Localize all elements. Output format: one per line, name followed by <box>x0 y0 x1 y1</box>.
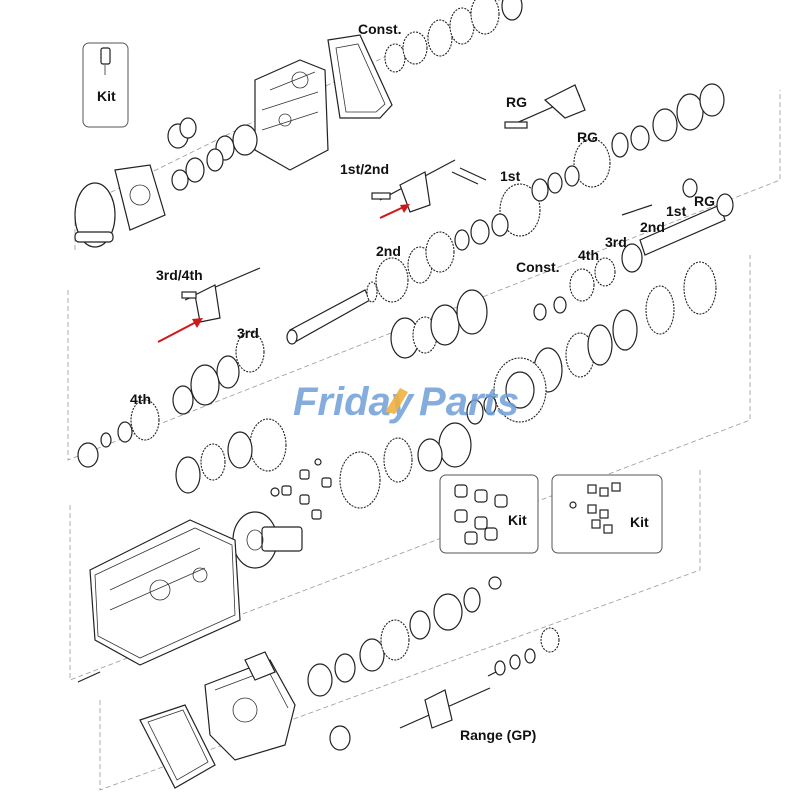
label-3rd-left: 3rd <box>237 325 259 341</box>
kit-box-synchro[interactable]: Kit <box>551 474 663 554</box>
planet-carrier[interactable] <box>232 511 303 569</box>
synchro-ring-row[interactable] <box>175 289 488 494</box>
kit-label: Kit <box>630 514 649 530</box>
third-gear-left[interactable] <box>172 331 265 415</box>
bearing-icons <box>454 484 508 545</box>
label-rg-fork: RG <box>506 94 527 110</box>
label-range-gp: Range (GP) <box>460 727 536 743</box>
watermark-text-b: Parts <box>419 380 519 424</box>
planet-carrier-parts[interactable] <box>270 458 332 520</box>
red-arrow-3rd-4th <box>157 318 203 343</box>
input-flange[interactable] <box>74 164 166 248</box>
rg-fork[interactable] <box>504 84 586 129</box>
ring-gear-set-right[interactable] <box>533 261 717 393</box>
kit-box-bearings[interactable]: Kit <box>439 474 539 554</box>
kit-label: Kit <box>508 512 527 528</box>
red-arrow-1st-2nd <box>379 204 410 219</box>
label-3rd-4th: 3rd/4th <box>156 267 203 283</box>
top-seal-bearing-row[interactable] <box>167 117 258 191</box>
label-rg-right: RG <box>694 193 715 209</box>
pin-detent[interactable] <box>451 167 487 185</box>
label-1st-right: 1st <box>666 203 687 219</box>
shift-fork-3rd-4th[interactable] <box>181 267 261 323</box>
label-rg-gear: RG <box>577 129 598 145</box>
kit-box-seal[interactable]: Kit <box>82 42 129 128</box>
range-shaft-parts[interactable] <box>307 576 502 751</box>
watermark-swoosh-icon <box>385 388 408 414</box>
fourth-gear-left[interactable] <box>77 399 160 468</box>
front-housing[interactable] <box>254 59 329 171</box>
pto-housing[interactable] <box>204 651 296 761</box>
rg-gear-right[interactable] <box>611 83 725 158</box>
synchro-icons <box>569 482 621 534</box>
label-3rd-right: 3rd <box>605 234 627 250</box>
top-gear-cluster[interactable] <box>384 0 523 73</box>
countershaft-right[interactable] <box>569 178 734 302</box>
top-cover-gasket[interactable] <box>327 34 393 119</box>
range-fork[interactable] <box>399 687 491 729</box>
kit-label: Kit <box>97 88 116 104</box>
label-2nd-right: 2nd <box>640 219 665 235</box>
shift-fork-1st-2nd[interactable] <box>371 159 456 213</box>
label-1st-2nd: 1st/2nd <box>340 161 389 177</box>
rear-housing[interactable] <box>77 519 241 683</box>
first-gear-top[interactable] <box>470 138 611 245</box>
label-1st-gear: 1st <box>500 168 521 184</box>
seal-icon <box>100 47 111 65</box>
label-const-mid: Const. <box>516 259 560 275</box>
label-4th-left: 4th <box>130 391 151 407</box>
label-const-top: Const. <box>358 21 402 37</box>
main-shaft[interactable] <box>286 281 378 345</box>
planetary-drum[interactable] <box>339 357 547 509</box>
label-2nd-mid: 2nd <box>376 243 401 259</box>
bottom-cover-plate[interactable] <box>139 704 216 789</box>
second-gear-mid[interactable] <box>375 229 470 303</box>
label-4th-right: 4th <box>578 247 599 263</box>
range-small-parts[interactable] <box>487 627 560 677</box>
